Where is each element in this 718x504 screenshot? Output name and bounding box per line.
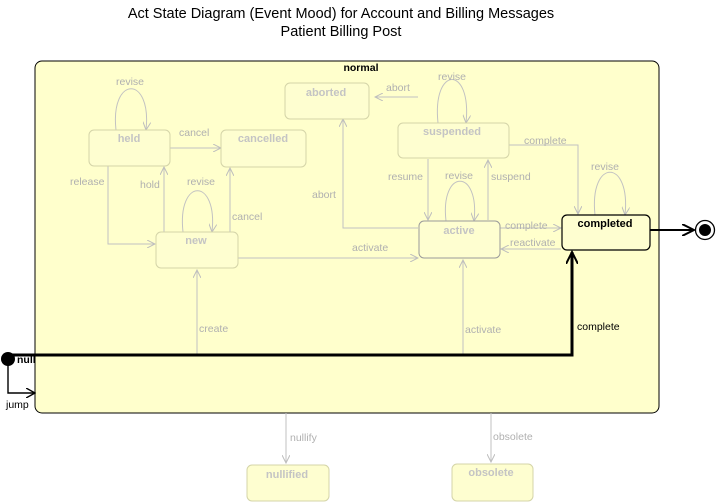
final-state[interactable] xyxy=(694,219,716,241)
state-obsolete[interactable]: obsolete xyxy=(451,463,534,502)
label-active-abort: abort xyxy=(312,189,336,201)
label-active-complete: complete xyxy=(505,220,548,232)
state-cancelled[interactable]: cancelled xyxy=(220,129,307,168)
label-resume: resume xyxy=(388,171,423,183)
state-new[interactable]: new xyxy=(155,231,239,269)
edge-release xyxy=(107,166,155,244)
diagram-subtitle: Patient Billing Post xyxy=(281,24,402,40)
label-completed-revise: revise xyxy=(591,161,619,173)
state-aborted[interactable]: aborted xyxy=(284,82,370,120)
state-held-label: held xyxy=(118,133,141,145)
label-nullify: nullify xyxy=(290,432,318,444)
label-null-complete: complete xyxy=(577,321,620,333)
label-new-activate: activate xyxy=(352,242,388,254)
label-suspended-abort: abort xyxy=(386,82,410,94)
edge-completed-revise xyxy=(593,172,625,215)
label-active-revise: revise xyxy=(445,170,473,182)
edge-held-revise xyxy=(114,88,146,130)
label-held-cancel: cancel xyxy=(179,127,209,139)
state-new-label: new xyxy=(185,235,207,247)
state-obsolete-label: obsolete xyxy=(468,467,513,479)
state-cancelled-label: cancelled xyxy=(238,133,288,145)
label-suspended-revise: revise xyxy=(438,71,466,83)
diagram-title: Act State Diagram (Event Mood) for Accou… xyxy=(128,6,554,22)
label-new-revise: revise xyxy=(187,176,215,188)
initial-state-null[interactable]: null xyxy=(1,352,36,366)
state-suspended-label: suspended xyxy=(423,126,481,138)
edge-active-revise xyxy=(444,180,474,221)
label-new-cancel: cancel xyxy=(232,211,262,223)
initial-state-label: null xyxy=(17,354,36,366)
state-active-label: active xyxy=(443,225,474,237)
state-nullified-label: nullified xyxy=(266,469,308,481)
label-held-revise: revise xyxy=(116,76,144,88)
edge-active-abort xyxy=(343,119,418,229)
edge-suspended-complete xyxy=(509,144,578,214)
label-create: create xyxy=(199,323,228,335)
state-held[interactable]: held xyxy=(88,129,171,167)
edge-null-complete xyxy=(8,252,572,357)
label-reactivate: reactivate xyxy=(510,237,556,249)
label-hold: hold xyxy=(140,179,160,191)
label-null-activate: activate xyxy=(465,324,501,336)
edge-new-revise xyxy=(181,190,212,232)
state-aborted-label: aborted xyxy=(306,87,346,99)
label-release: release xyxy=(70,176,105,188)
state-nullified[interactable]: nullified xyxy=(246,464,330,502)
state-completed[interactable]: completed xyxy=(561,214,651,251)
label-suspend: suspend xyxy=(491,171,531,183)
state-suspended[interactable]: suspended xyxy=(397,122,510,159)
label-obsolete: obsolete xyxy=(493,431,533,443)
composite-state-label: normal xyxy=(343,62,378,74)
label-jump: jump xyxy=(5,399,29,411)
label-suspended-complete: complete xyxy=(524,135,567,147)
edge-jump xyxy=(7,364,35,393)
edge-suspended-revise xyxy=(436,79,466,124)
state-completed-label: completed xyxy=(577,218,632,230)
state-active[interactable]: active xyxy=(418,220,501,259)
